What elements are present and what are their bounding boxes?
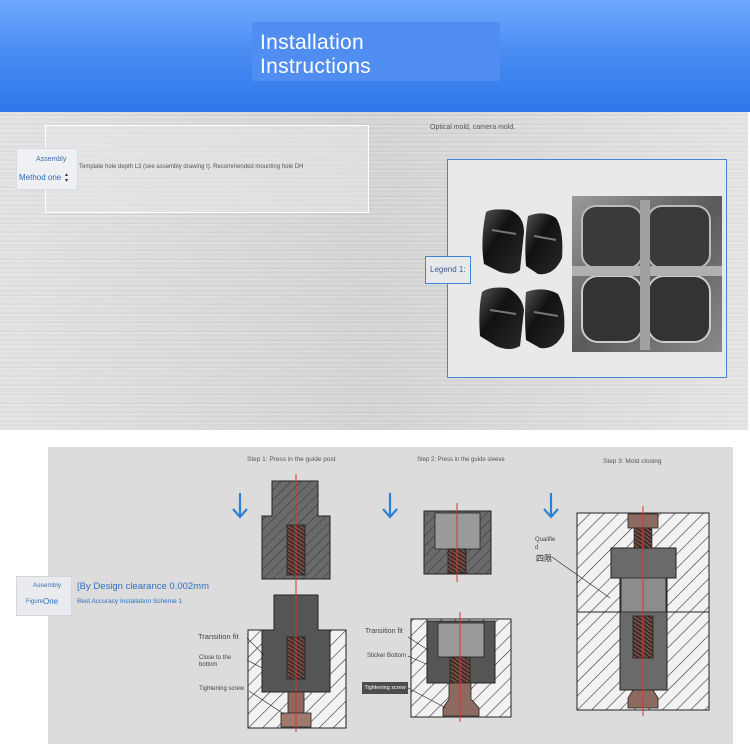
qualified-label: Qualifie d <box>535 537 556 551</box>
transition-fit-label: Transition fit <box>198 632 239 641</box>
step-1-label: Step 1: Press in the guide post <box>247 456 336 463</box>
guide-sleeve-assembly-drawing <box>407 612 512 722</box>
tab-label-assembly: Assembly <box>33 582 62 589</box>
tab-label-one: One <box>43 597 59 606</box>
tab-label-assembly: Assembly <box>36 156 67 163</box>
mold-photo <box>447 159 727 378</box>
title-box: Installation Instructions <box>252 22 500 81</box>
method-panel <box>45 125 369 213</box>
legend-label: Legend 1: <box>430 265 466 274</box>
optical-mold-caption: Optical mold, camera mold. <box>430 124 516 131</box>
down-arrow-icon <box>232 493 248 519</box>
guide-post-assembly-drawing <box>246 590 347 732</box>
page-title-line1: Installation <box>260 31 364 54</box>
down-arrow-icon <box>382 493 398 519</box>
step-3-label: Step 3: Mold closing <box>603 458 662 465</box>
guide-sleeve-drawing <box>423 503 492 582</box>
legend-tag: Legend 1: <box>425 256 471 284</box>
assembly-method-tab[interactable]: Assembly Method one ▴▾ <box>16 148 78 190</box>
assembly-figure-tab[interactable]: Assembly Figure One <box>16 576 72 616</box>
down-arrow-icon <box>543 493 559 519</box>
page-title-line2: Instructions <box>260 55 371 78</box>
tightening-screw-label: Tightening screw <box>199 686 245 692</box>
header-banner: Installation Instructions <box>0 0 750 112</box>
close-to-bottom-label: Close to the bottom <box>199 655 232 668</box>
sticker-bottom-label: Sticker Bottom <box>367 653 407 659</box>
tightening-screw-tag: Tightening screw <box>362 682 408 694</box>
guide-post-drawing <box>261 474 331 590</box>
stepper-arrows-icon[interactable]: ▴▾ <box>65 172 69 184</box>
mold-parts-illustration <box>479 196 722 352</box>
template-hole-note: Template hole depth L3 (see assembly dra… <box>79 164 304 170</box>
installation-scheme-text: Best Accuracy Installation Scheme 1 <box>77 598 183 605</box>
step-2-label: Step 2: Press in the guide sleeve <box>417 457 505 463</box>
mold-closing-drawing <box>551 506 710 716</box>
tab-label-method: Method one <box>19 173 62 182</box>
transition-fit-label: Transition fit <box>365 628 403 635</box>
limit-label: 四限 <box>536 554 552 563</box>
tab-label-figure: Figure <box>26 599 44 605</box>
design-clearance-text: [By Design clearance 0.002mm <box>77 581 210 592</box>
